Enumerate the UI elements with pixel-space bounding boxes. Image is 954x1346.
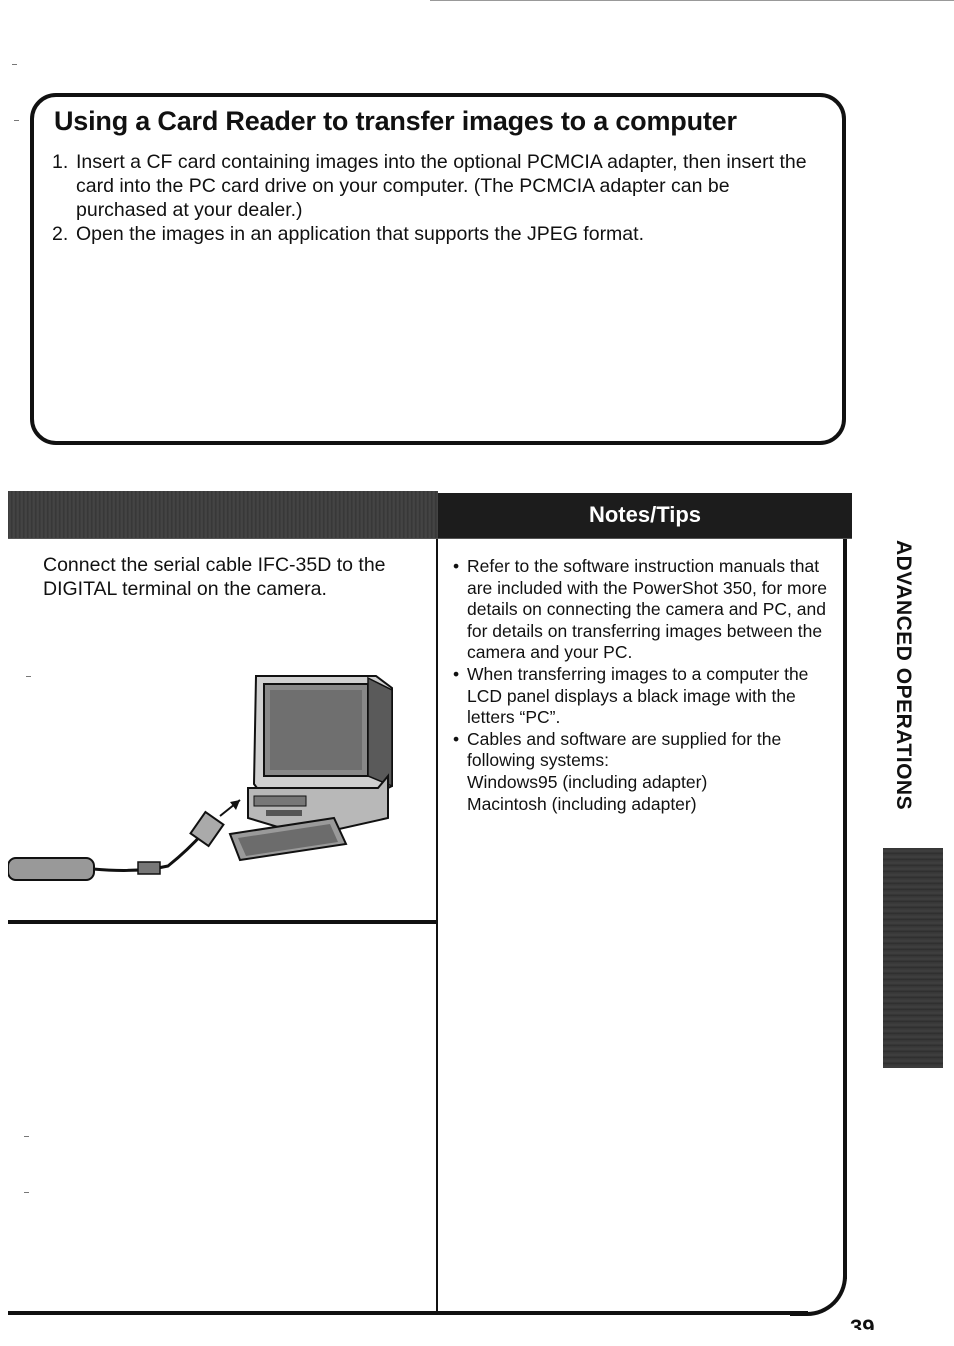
step-number: 1. bbox=[52, 151, 69, 173]
note-item: • Cables and software are supplied for t… bbox=[453, 729, 843, 815]
margin-mark bbox=[24, 1136, 29, 1137]
side-tab-label: ADVANCED OPERATIONS bbox=[892, 540, 915, 811]
step-text: Open the images in an application that s… bbox=[76, 223, 644, 245]
note-text: When transferring images to a computer t… bbox=[467, 663, 809, 728]
computer-monitor-icon bbox=[252, 675, 393, 793]
steps-list: 1. Insert a CF card containing images in… bbox=[52, 150, 822, 246]
top-rule bbox=[430, 0, 954, 1]
margin-mark bbox=[24, 1192, 29, 1193]
bullet: • bbox=[453, 663, 460, 684]
notes-list: • Refer to the software instruction manu… bbox=[453, 556, 843, 815]
desktop-tower-icon bbox=[247, 773, 389, 838]
bottom-border bbox=[8, 1311, 808, 1315]
note-item: • When transferring images to a computer… bbox=[453, 664, 843, 729]
camera-connector-icon bbox=[8, 857, 161, 881]
header-underline bbox=[8, 538, 852, 539]
notes-header: Notes/Tips bbox=[438, 493, 852, 539]
margin-mark bbox=[14, 120, 19, 121]
column-divider bbox=[436, 539, 438, 1314]
card-reader-box bbox=[30, 93, 846, 445]
side-index-bar bbox=[883, 848, 943, 1068]
step-text: Insert a CF card containing images into … bbox=[76, 151, 807, 221]
bottom-corner bbox=[790, 1258, 847, 1316]
left-column-divider bbox=[8, 920, 438, 924]
margin-mark bbox=[26, 676, 31, 677]
step-item: 1. Insert a CF card containing images in… bbox=[52, 150, 822, 222]
page-number: 39 bbox=[850, 1315, 875, 1330]
note-text: Cables and software are supplied for the… bbox=[467, 728, 782, 814]
left-column-header bbox=[8, 491, 438, 538]
right-border bbox=[843, 539, 847, 1279]
step-item: 2. Open the images in an application tha… bbox=[52, 222, 822, 246]
section-title: Using a Card Reader to transfer images t… bbox=[54, 106, 737, 136]
keyboard-icon bbox=[228, 816, 348, 862]
note-text: Refer to the software instruction manual… bbox=[467, 556, 827, 663]
serial-cable-icon bbox=[92, 799, 241, 872]
computer-connection-illustration bbox=[8, 675, 393, 881]
bullet: • bbox=[453, 728, 460, 749]
note-item: • Refer to the software instruction manu… bbox=[453, 556, 843, 664]
step-number: 2. bbox=[52, 223, 69, 245]
bullet: • bbox=[453, 556, 460, 576]
side-tab: ADVANCED OPERATIONS bbox=[887, 540, 917, 840]
margin-mark bbox=[12, 64, 17, 65]
connection-instruction: Connect the serial cable IFC-35D to the … bbox=[43, 554, 386, 600]
